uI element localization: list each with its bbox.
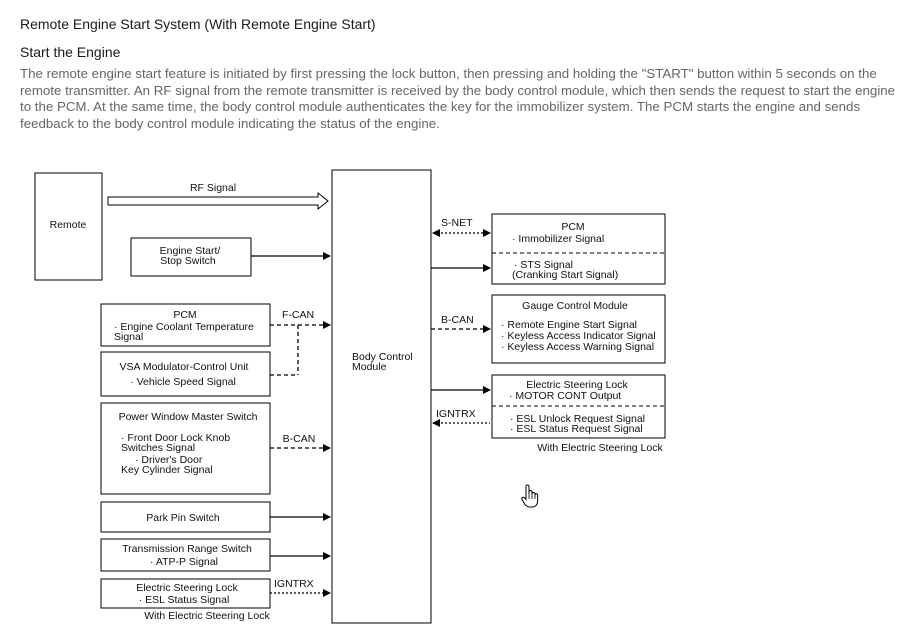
esl-right-box: Electric Steering Lock · MOTOR CONT Outp…	[491, 374, 666, 439]
pcm-right-title: PCM	[561, 221, 584, 233]
body-control-module-box: Body Control Module	[331, 169, 432, 624]
gcm-line3: · Keyless Access Warning Signal	[501, 341, 654, 353]
b-can-right-label: B-CAN	[441, 314, 474, 326]
esl-right-line3: · ESL Status Request Signal	[510, 423, 643, 435]
gcm-line2: · Keyless Access Indicator Signal	[501, 330, 656, 342]
engine-start-label-1: Engine Start/	[160, 245, 221, 257]
trs-line1: · ATP-P Signal	[150, 556, 218, 568]
pwms-title: Power Window Master Switch	[119, 411, 258, 423]
power-window-master-switch-box: Power Window Master Switch · Front Door …	[100, 402, 271, 495]
pcm-left-box: PCM · Engine Coolant Temperature Signal	[100, 303, 271, 347]
page-title: Remote Engine Start System (With Remote …	[20, 16, 376, 32]
esl-right-title: Electric Steering Lock	[526, 379, 628, 391]
esl-left-line1: · ESL Status Signal	[139, 594, 230, 606]
pcm-right-line2: · STS Signal	[514, 259, 573, 271]
gcm-title: Gauge Control Module	[522, 300, 628, 312]
engine-start-label-2: Stop Switch	[160, 255, 216, 267]
pwms-line2: Switches Signal	[121, 442, 195, 454]
vsa-title: VSA Modulator-Control Unit	[120, 361, 249, 373]
trs-title: Transmission Range Switch	[122, 543, 252, 555]
park-pin-switch-box: Park Pin Switch	[100, 501, 271, 533]
section-heading: Start the Engine	[20, 44, 121, 60]
description-paragraph: The remote engine start feature is initi…	[20, 66, 896, 131]
pcm-right-line1: · Immobilizer Signal	[512, 233, 604, 245]
ignrtx-left-label: IGNTRX	[274, 578, 314, 590]
pcm-left-line1: · Engine Coolant Temperature	[114, 321, 254, 333]
esl-left-title: Electric Steering Lock	[136, 582, 238, 594]
engine-start-stop-switch-box: Engine Start/ Stop Switch	[130, 237, 252, 277]
esl-right-line1: · MOTOR CONT Output	[509, 390, 621, 402]
gauge-control-module-box: Gauge Control Module · Remote Engine Sta…	[491, 294, 666, 364]
hand-pointer-icon	[521, 484, 539, 508]
pcm-right-line3: (Cranking Start Signal)	[512, 269, 618, 281]
transmission-range-switch-box: Transmission Range Switch · ATP-P Signal	[100, 538, 271, 572]
b-can-left-label: B-CAN	[283, 433, 316, 445]
f-can-label: F-CAN	[282, 309, 314, 321]
bcm-label-line1: Body Control	[352, 351, 413, 363]
pcm-left-title: PCM	[173, 309, 196, 321]
park-pin-label: Park Pin Switch	[146, 512, 220, 524]
rf-signal-arrow: RF Signal	[107, 182, 329, 211]
s-net-label: S-NET	[441, 217, 473, 229]
pcm-right-box: PCM · Immobilizer Signal · STS Signal (C…	[491, 213, 666, 285]
remote-box: Remote	[34, 172, 103, 281]
pwms-line4: Key Cylinder Signal	[121, 464, 213, 476]
esl-right-line2: · ESL Unlock Request Signal	[510, 413, 645, 425]
esl-left-box: Electric Steering Lock · ESL Status Sign…	[100, 578, 271, 609]
rf-signal-label: RF Signal	[190, 182, 236, 194]
gcm-line1: · Remote Engine Start Signal	[501, 319, 637, 331]
pwms-line1: · Front Door Lock Knob	[121, 432, 230, 444]
pcm-left-line2: Signal	[114, 331, 143, 343]
remote-label: Remote	[50, 219, 87, 231]
vsa-box: VSA Modulator-Control Unit · Vehicle Spe…	[100, 351, 271, 397]
pwms-line3: · Driver's Door	[135, 454, 203, 466]
ignrtx-right-label: IGNTRX	[436, 408, 476, 420]
vsa-line1: · Vehicle Speed Signal	[130, 376, 236, 388]
with-esl-right-note: With Electric Steering Lock	[537, 442, 663, 454]
bcm-label-line2: Module	[352, 361, 387, 373]
f-can-connector: F-CAN	[270, 309, 331, 376]
with-esl-left-note: With Electric Steering Lock	[144, 610, 270, 622]
